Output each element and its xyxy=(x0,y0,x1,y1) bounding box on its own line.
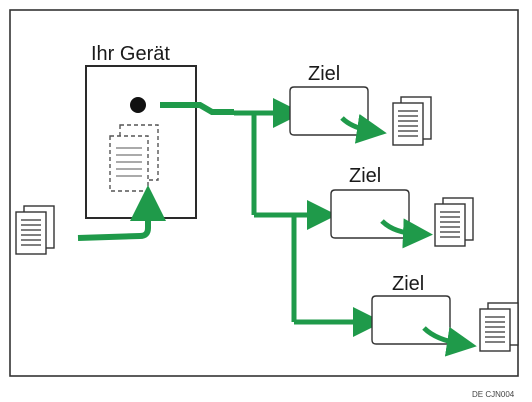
destination-2-label: Ziel xyxy=(349,165,381,187)
dashed-document-icon xyxy=(109,124,159,192)
destination-2-document-stack-icon xyxy=(434,197,474,247)
destination-1-label: Ziel xyxy=(308,63,340,85)
device-label: Ihr Gerät xyxy=(91,43,170,65)
destination-3-label: Ziel xyxy=(392,273,424,295)
destination-3-output-arrow-icon xyxy=(422,326,477,357)
figure-code: DE CJN004 xyxy=(472,390,515,399)
destination-3-document-stack-icon xyxy=(479,302,519,352)
destination-2-output-arrow-icon xyxy=(380,218,433,249)
destination-1-document-stack-icon xyxy=(392,96,432,146)
input-arrow-icon xyxy=(77,185,166,241)
destination-1-output-arrow-icon xyxy=(340,113,387,144)
output-trunk-arrow xyxy=(160,102,234,115)
scanner-dot-icon xyxy=(130,97,146,113)
source-document-stack-icon xyxy=(15,205,55,255)
